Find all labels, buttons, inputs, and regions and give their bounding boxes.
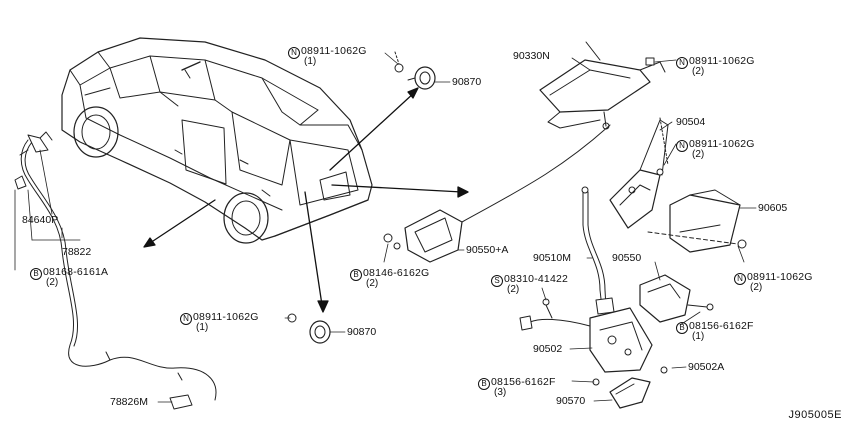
callout-prefix: N xyxy=(676,57,688,69)
diagram-reference-id: J905005E xyxy=(788,409,842,421)
vehicle-illustration xyxy=(61,37,373,244)
callout-90504: 90504 xyxy=(676,116,706,128)
callout-part-number: 08911-1062G xyxy=(689,55,755,67)
callout-qty: (2) xyxy=(750,282,763,293)
callout-part-number: 08146-6162G xyxy=(363,267,430,279)
callout-qty: (3) xyxy=(494,387,507,398)
callout-qty: (1) xyxy=(304,56,317,67)
bumper-cylinder-lower xyxy=(287,313,331,344)
callout-prefix: B xyxy=(478,378,490,390)
latch-actuator xyxy=(639,274,714,323)
handle-assembly xyxy=(539,41,666,130)
callout-qty: (2) xyxy=(692,66,705,77)
cover-bracket xyxy=(647,189,747,253)
striker-bracket xyxy=(609,117,669,229)
control-rod xyxy=(581,186,615,315)
callout-prefix: B xyxy=(350,269,362,281)
lock-actuator-assembly xyxy=(383,124,611,263)
callout-part-number: 08911-1062G xyxy=(193,311,259,323)
leader-lines xyxy=(14,52,757,403)
callout-qty: (2) xyxy=(366,278,379,289)
callout-qty: (2) xyxy=(507,284,520,295)
callout-90605: 90605 xyxy=(758,202,788,214)
callout-prefix: N xyxy=(180,313,192,325)
callout-90510m: 90510M xyxy=(533,252,571,264)
callout-qty: (2) xyxy=(46,277,59,288)
callout-90870-lower: 90870 xyxy=(347,326,377,338)
callout-qty: (1) xyxy=(692,331,705,342)
callout-90570: 90570 xyxy=(556,395,586,407)
callout-qty: (1) xyxy=(196,322,209,333)
callout-90870-upper: 90870 xyxy=(452,76,482,88)
callout-prefix: B xyxy=(676,322,688,334)
callout-90502: 90502 xyxy=(533,343,563,355)
wire-harness xyxy=(14,131,217,410)
callout-part-number: 08911-1062G xyxy=(301,45,367,57)
callout-prefix: N xyxy=(676,140,688,152)
pointer-arrows xyxy=(143,87,469,313)
callout-part-number: 08156-6162F xyxy=(491,376,556,388)
callout-90502a: 90502A xyxy=(688,361,725,373)
callout-prefix: B xyxy=(30,268,42,280)
hatch-cylinder-upper xyxy=(394,51,436,90)
callout-part-number: 08911-1062G xyxy=(689,138,755,150)
callout-90330n: 90330N xyxy=(513,50,550,62)
callout-84640p: 84640P xyxy=(22,214,59,226)
latch-cover xyxy=(592,366,668,409)
callout-90550-a: 90550+A xyxy=(466,244,509,256)
callout-part-number: 08156-6162F xyxy=(689,320,754,332)
callout-part-number: 08168-6161A xyxy=(43,266,109,278)
callout-78822: 78822 xyxy=(62,246,92,258)
callout-part-number: 08911-1062G xyxy=(747,271,813,283)
callout-prefix: N xyxy=(288,47,300,59)
callout-prefix: N xyxy=(734,273,746,285)
callout-prefix: S xyxy=(491,275,503,287)
callout-90550: 90550 xyxy=(612,252,642,264)
callout-part-number: 08310-41422 xyxy=(504,273,569,285)
latch-assembly xyxy=(519,298,653,373)
callout-78826m: 78826M xyxy=(110,396,148,408)
callout-qty: (2) xyxy=(692,149,705,160)
